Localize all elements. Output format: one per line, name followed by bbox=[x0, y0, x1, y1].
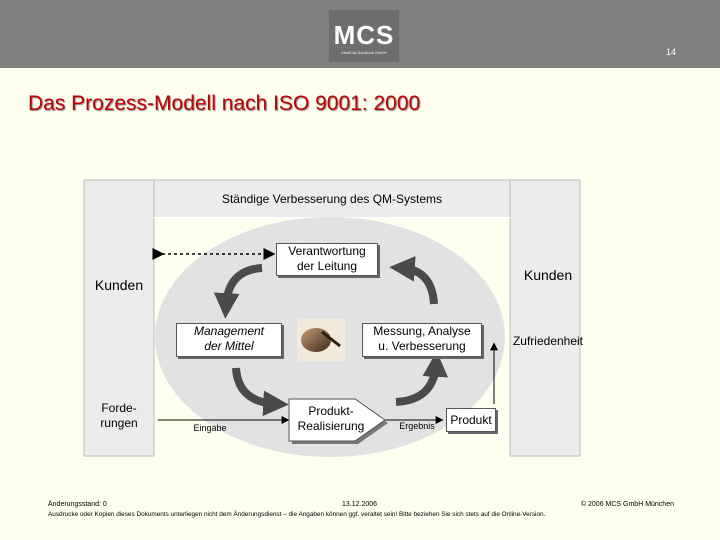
header-bar: MCS MediCal-Solutions GmbH 14 bbox=[0, 0, 720, 68]
right-customer-panel bbox=[509, 179, 581, 457]
page-title: Das Prozess-Modell nach ISO 9001: 2000 bbox=[28, 92, 421, 115]
measurement-box: Messung, Analyse u. Verbesserung bbox=[362, 323, 482, 357]
cycle-arrow-bottom-left bbox=[232, 367, 289, 417]
realization-label: Produkt- Realisierung bbox=[297, 404, 365, 433]
top-banner bbox=[153, 179, 511, 219]
footer-copyright: © 2006 MCS GmbH München bbox=[580, 501, 674, 508]
cycle-arrow-top-right bbox=[389, 256, 438, 305]
product-box: Produkt bbox=[446, 408, 496, 432]
left-customer-panel bbox=[83, 179, 155, 457]
mcs-logo: MCS MediCal-Solutions GmbH bbox=[329, 10, 399, 62]
footer-revision: Änderungsstand: 0 bbox=[48, 501, 107, 508]
footer-disclaimer: Ausdrucke oder Kopien dieses Dokuments u… bbox=[48, 511, 546, 518]
cycle-arrow-bottom-right bbox=[395, 351, 449, 406]
top-banner-label: Ständige Verbesserung des QM-Systems bbox=[221, 192, 443, 206]
logo-subtext: MediCal-Solutions GmbH bbox=[341, 50, 387, 55]
footer-date: 13.12.2006 bbox=[342, 501, 378, 508]
cycle-arrow-top-left bbox=[213, 264, 263, 319]
resources-box: Management der Mittel bbox=[176, 323, 282, 357]
page-number: 14 bbox=[665, 47, 676, 57]
left-customers-label: Kunden bbox=[94, 277, 144, 293]
realization-shape bbox=[288, 398, 386, 442]
logo-text: MCS bbox=[333, 20, 395, 50]
responsibility-box: Verantwortung der Leitung bbox=[276, 243, 378, 276]
satisfaction-label: Zufriedenheit bbox=[512, 334, 584, 348]
result-label: Ergebnis bbox=[399, 421, 435, 431]
input-label: Eingabe bbox=[193, 423, 227, 433]
requirements-label: Forde- rungen bbox=[100, 401, 138, 430]
right-customers-label: Kunden bbox=[523, 267, 573, 283]
